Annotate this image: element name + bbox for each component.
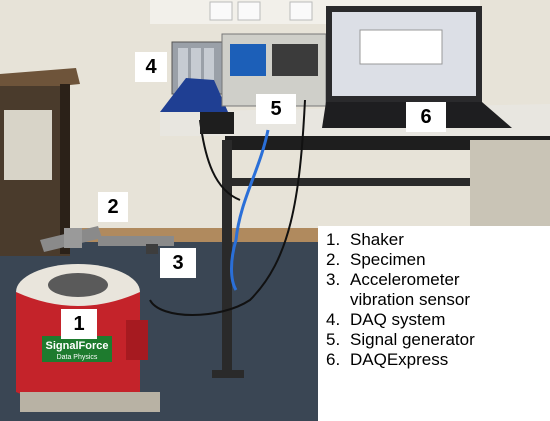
legend-number: 6.: [326, 350, 341, 369]
shaker-brand-text: SignalForce: [46, 340, 109, 352]
callout-3: 3: [160, 248, 196, 278]
cable: [149, 99, 306, 316]
legend-number: [326, 290, 350, 310]
legend-text: vibration sensor: [350, 290, 471, 309]
legend-item: 5. Signal generator: [326, 330, 550, 350]
callout-1: 1: [61, 309, 97, 339]
legend-text: Accelerometer: [350, 270, 460, 289]
table-frame: [225, 136, 550, 150]
signal-generator-screen: [230, 44, 266, 76]
legend-box: 1. Shaker 2. Specimen 3. Accelerometer vibr…: [318, 226, 550, 421]
legend-number: 4.: [326, 310, 341, 329]
callout-2: 2: [98, 192, 128, 222]
daq-module: [178, 48, 188, 88]
legend-item: 2. Specimen: [326, 250, 550, 270]
specimen-bracket: [64, 228, 82, 248]
legend-item: 1. Shaker: [326, 230, 550, 250]
daq-stand: [160, 78, 228, 112]
left-desk-panel: [4, 110, 52, 180]
legend-text: DAQ system: [350, 310, 446, 329]
shaker-label-plate: [42, 336, 112, 362]
specimen-rail: [98, 236, 174, 246]
callout-5: 5: [256, 94, 296, 124]
wall-socket: [237, 1, 261, 21]
cabinet: [470, 140, 550, 230]
legend-text: DAQExpress: [350, 350, 449, 369]
usb-adapter: [200, 112, 234, 134]
daq-module: [191, 48, 201, 88]
table-leg: [222, 140, 232, 376]
wall-socket: [209, 1, 233, 21]
shaker-sub-text: Data Physics: [57, 354, 98, 361]
shaker-top-inner: [48, 273, 108, 297]
callout-6: 6: [406, 102, 446, 132]
legend-text: Signal generator: [350, 330, 475, 349]
daq-module: [204, 48, 214, 88]
callout-4: 4: [135, 52, 167, 82]
cable: [230, 129, 270, 291]
shaker-trunnion: [126, 320, 148, 360]
legend-number: 3.: [326, 270, 341, 289]
laptop-plot: [359, 29, 443, 65]
shaker-base: [20, 392, 160, 412]
legend-item: 3. Accelerometer: [326, 270, 550, 290]
table-foot: [212, 370, 244, 378]
legend-item: 4. DAQ system: [326, 310, 550, 330]
table-crossbar: [222, 178, 550, 186]
legend-item: 6. DAQExpress: [326, 350, 550, 370]
legend-item: vibration sensor: [326, 290, 550, 310]
legend-number: 1.: [326, 230, 341, 249]
legend-text: Specimen: [350, 250, 426, 269]
signal-generator-buttons: [272, 44, 318, 76]
legend-text: Shaker: [350, 230, 404, 249]
accelerometer: [146, 244, 158, 254]
legend-number: 2.: [326, 250, 341, 269]
wall-socket: [289, 1, 313, 21]
legend-number: 5.: [326, 330, 341, 349]
left-desk-leg: [60, 84, 70, 254]
